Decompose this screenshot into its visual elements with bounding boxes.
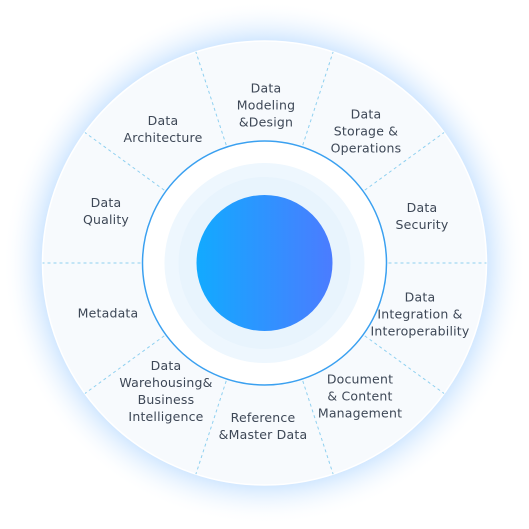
segment-label-line: &Design bbox=[237, 114, 295, 131]
segment-label-line: Security bbox=[396, 216, 449, 233]
segment-label-line: Storage & bbox=[331, 123, 402, 140]
core-circle bbox=[197, 195, 333, 331]
segment-label-line: Data bbox=[83, 194, 129, 211]
segment-label-line: Intelligence bbox=[119, 408, 212, 425]
segment-label-line: Operations bbox=[331, 140, 402, 157]
segment-label-line: Data bbox=[396, 199, 449, 216]
segment-label-line: Data bbox=[331, 106, 402, 123]
segment-label-line: & Content bbox=[318, 388, 402, 405]
segment-label-line: Interoperability bbox=[371, 323, 470, 340]
segment-label-reference: Reference&Master Data bbox=[219, 409, 308, 443]
segment-label-line: Data bbox=[371, 289, 470, 306]
segment-label-line: Business bbox=[119, 391, 212, 408]
segment-label-line: Document bbox=[318, 371, 402, 388]
segment-label-line: Data bbox=[124, 112, 203, 129]
segment-label-metadata: Metadata bbox=[78, 305, 139, 322]
segment-label-line: Data bbox=[119, 357, 212, 374]
segment-label-line: Quality bbox=[83, 211, 129, 228]
segment-label-line: Warehousing& bbox=[119, 374, 212, 391]
segment-label-line: &Master Data bbox=[219, 426, 308, 443]
segment-label-line: Integration & bbox=[371, 306, 470, 323]
segment-label-line: Reference bbox=[219, 409, 308, 426]
segment-label-line: Data bbox=[237, 80, 295, 97]
segment-label-line: Metadata bbox=[78, 305, 139, 322]
segment-label-line: Modeling bbox=[237, 97, 295, 114]
segment-label-line: Management bbox=[318, 405, 402, 422]
segment-label-line: Architecture bbox=[124, 129, 203, 146]
